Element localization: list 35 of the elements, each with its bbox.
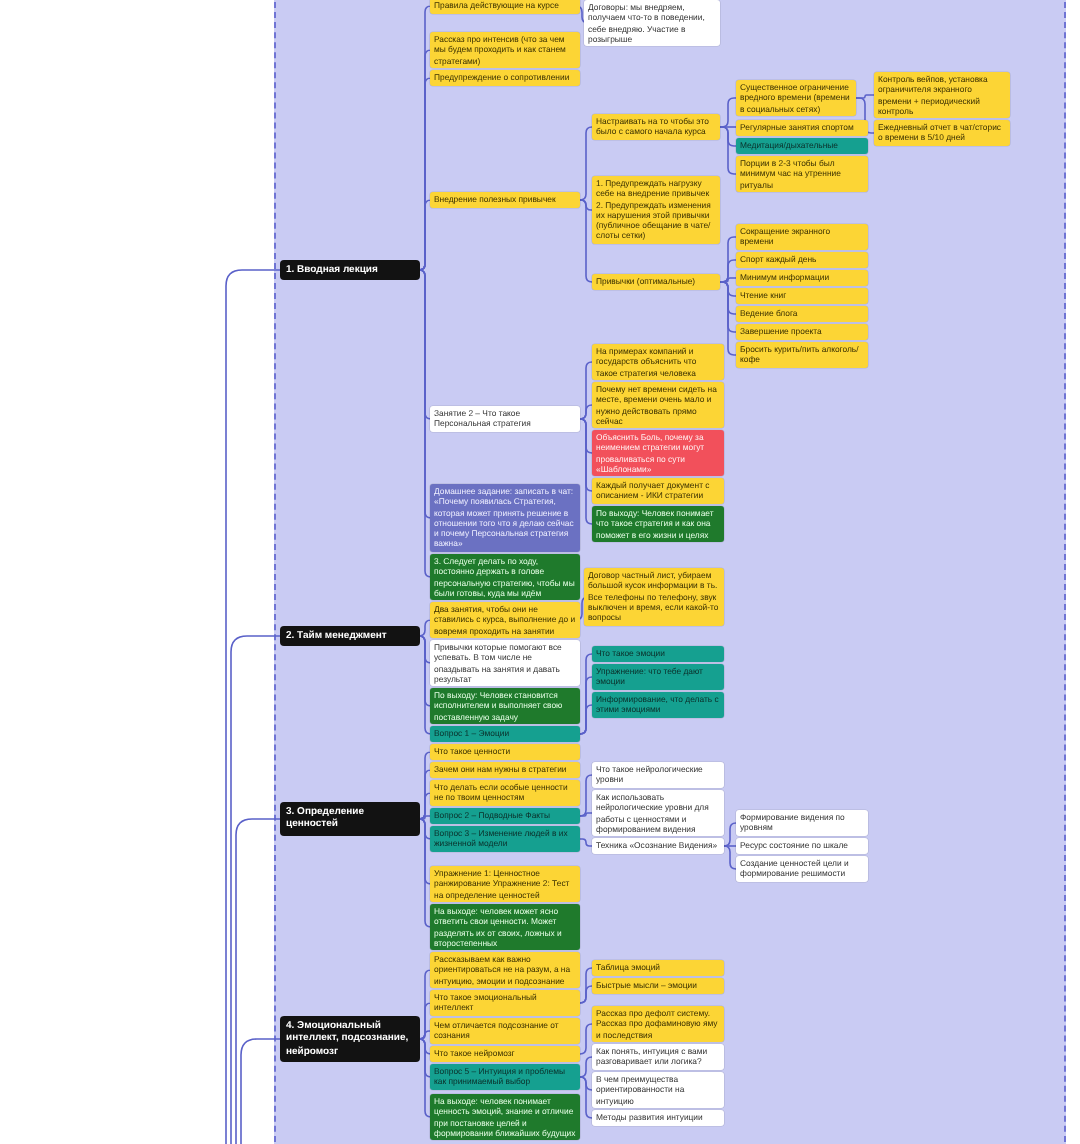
connector-line bbox=[418, 269, 432, 578]
connector-line bbox=[579, 774, 593, 817]
connector-line bbox=[419, 1030, 431, 1040]
connector-line bbox=[579, 704, 593, 735]
connector-line bbox=[719, 281, 737, 356]
connector-line bbox=[579, 199, 593, 283]
connector-line bbox=[418, 619, 432, 637]
connector-line bbox=[723, 822, 737, 847]
connector-line bbox=[418, 199, 432, 271]
connector-line bbox=[579, 985, 593, 1004]
connector-line bbox=[723, 845, 737, 870]
connector-line bbox=[855, 94, 875, 99]
connector-line bbox=[418, 792, 432, 820]
connector-line bbox=[579, 418, 593, 525]
connector-line bbox=[719, 277, 737, 283]
connector-line bbox=[579, 126, 593, 201]
connector-line bbox=[579, 1056, 593, 1078]
connector-line bbox=[579, 1023, 593, 1055]
connector-line bbox=[719, 259, 737, 283]
connector-line bbox=[418, 818, 432, 928]
connector-line bbox=[579, 199, 593, 211]
connector-line bbox=[579, 404, 593, 420]
connector-line bbox=[230, 635, 281, 1144]
connector-line bbox=[240, 1038, 281, 1144]
connector-line bbox=[579, 812, 593, 817]
connector-line bbox=[418, 1038, 432, 1118]
connector-line bbox=[719, 97, 737, 128]
connector-line bbox=[719, 126, 737, 175]
connector-line bbox=[418, 1002, 432, 1040]
connector-line bbox=[418, 635, 432, 735]
connector-line bbox=[723, 845, 737, 847]
connector-line bbox=[235, 818, 281, 1144]
connector-line bbox=[579, 1076, 593, 1119]
connector-line bbox=[225, 269, 281, 1144]
connector-line bbox=[579, 838, 593, 847]
